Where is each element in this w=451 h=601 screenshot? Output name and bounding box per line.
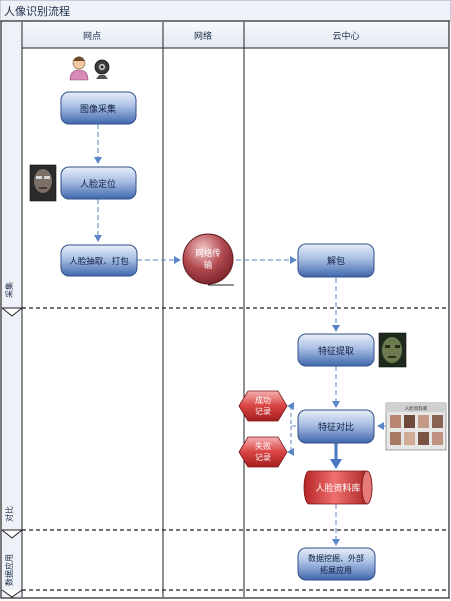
row-label-compare: 对比 [4,506,14,522]
node-feature-compare: 特征对比 [297,409,375,444]
node-face-database-label: 人脸资料库 [315,482,360,494]
row-chevron-2 [1,529,23,539]
operator-icon [69,56,89,81]
node-image-capture: 图像采集 [60,91,137,125]
node-network-transmit-label-1: 网络传 [195,248,221,259]
node-data-mining: 数据挖掘、外部 拓展应用 [297,547,376,581]
node-success-record-label-2: 记录 [255,407,271,416]
node-extract-pack: 人脸抽取、打包 [60,244,138,277]
lane-header-network: 网络 [194,30,212,42]
row-chevron-1 [1,307,23,317]
row-label-data-app: 数据应用 [4,554,14,586]
lane-header-outlet: 网点 [83,31,101,42]
outer-frame [0,20,450,599]
node-face-database: 人脸资料库 [303,470,373,505]
webcam-icon [94,59,110,79]
node-data-mining-label-2: 拓展应用 [320,565,352,575]
face-library-panel-title: 人脸资料库 [405,405,428,412]
node-feature-extract-label: 特征提取 [318,345,354,357]
node-face-locate: 人脸定位 [60,166,137,200]
node-unpack: 解包 [297,243,375,278]
node-extract-pack-label: 人脸抽取、打包 [69,256,129,267]
face-library-panel: 人脸资料库 [385,402,447,451]
node-fail-record: 失败 记录 [238,436,288,468]
lane-header-cloud: 云中心 [332,30,359,42]
row-label-capture: 采集 [4,282,14,298]
diagram-title: 人像识别流程 [4,4,70,18]
row-chevron-3 [1,589,23,598]
face-photo-2 [378,332,407,368]
lane-header-row [22,22,448,48]
node-feature-compare-label: 特征对比 [318,421,354,433]
arrow-compare-to-success [287,402,296,427]
node-feature-extract: 特征提取 [297,333,375,367]
node-success-record: 成功 记录 [238,390,288,422]
node-fail-record-label-1: 失败 [255,441,271,451]
arrow-compare-to-fail [287,426,294,456]
node-face-locate-label: 人脸定位 [80,178,116,190]
node-image-capture-label: 图像采集 [80,103,116,115]
node-success-record-label-1: 成功 [255,395,271,405]
node-data-mining-label-1: 数据挖掘、外部 [308,553,364,563]
node-network-transmit-label-2: 输 [204,260,213,271]
face-photo-1 [29,164,57,202]
node-unpack-label: 解包 [327,255,345,267]
node-fail-record-label-2: 记录 [255,453,271,462]
node-network-transmit: 网络传 输 [182,233,234,286]
